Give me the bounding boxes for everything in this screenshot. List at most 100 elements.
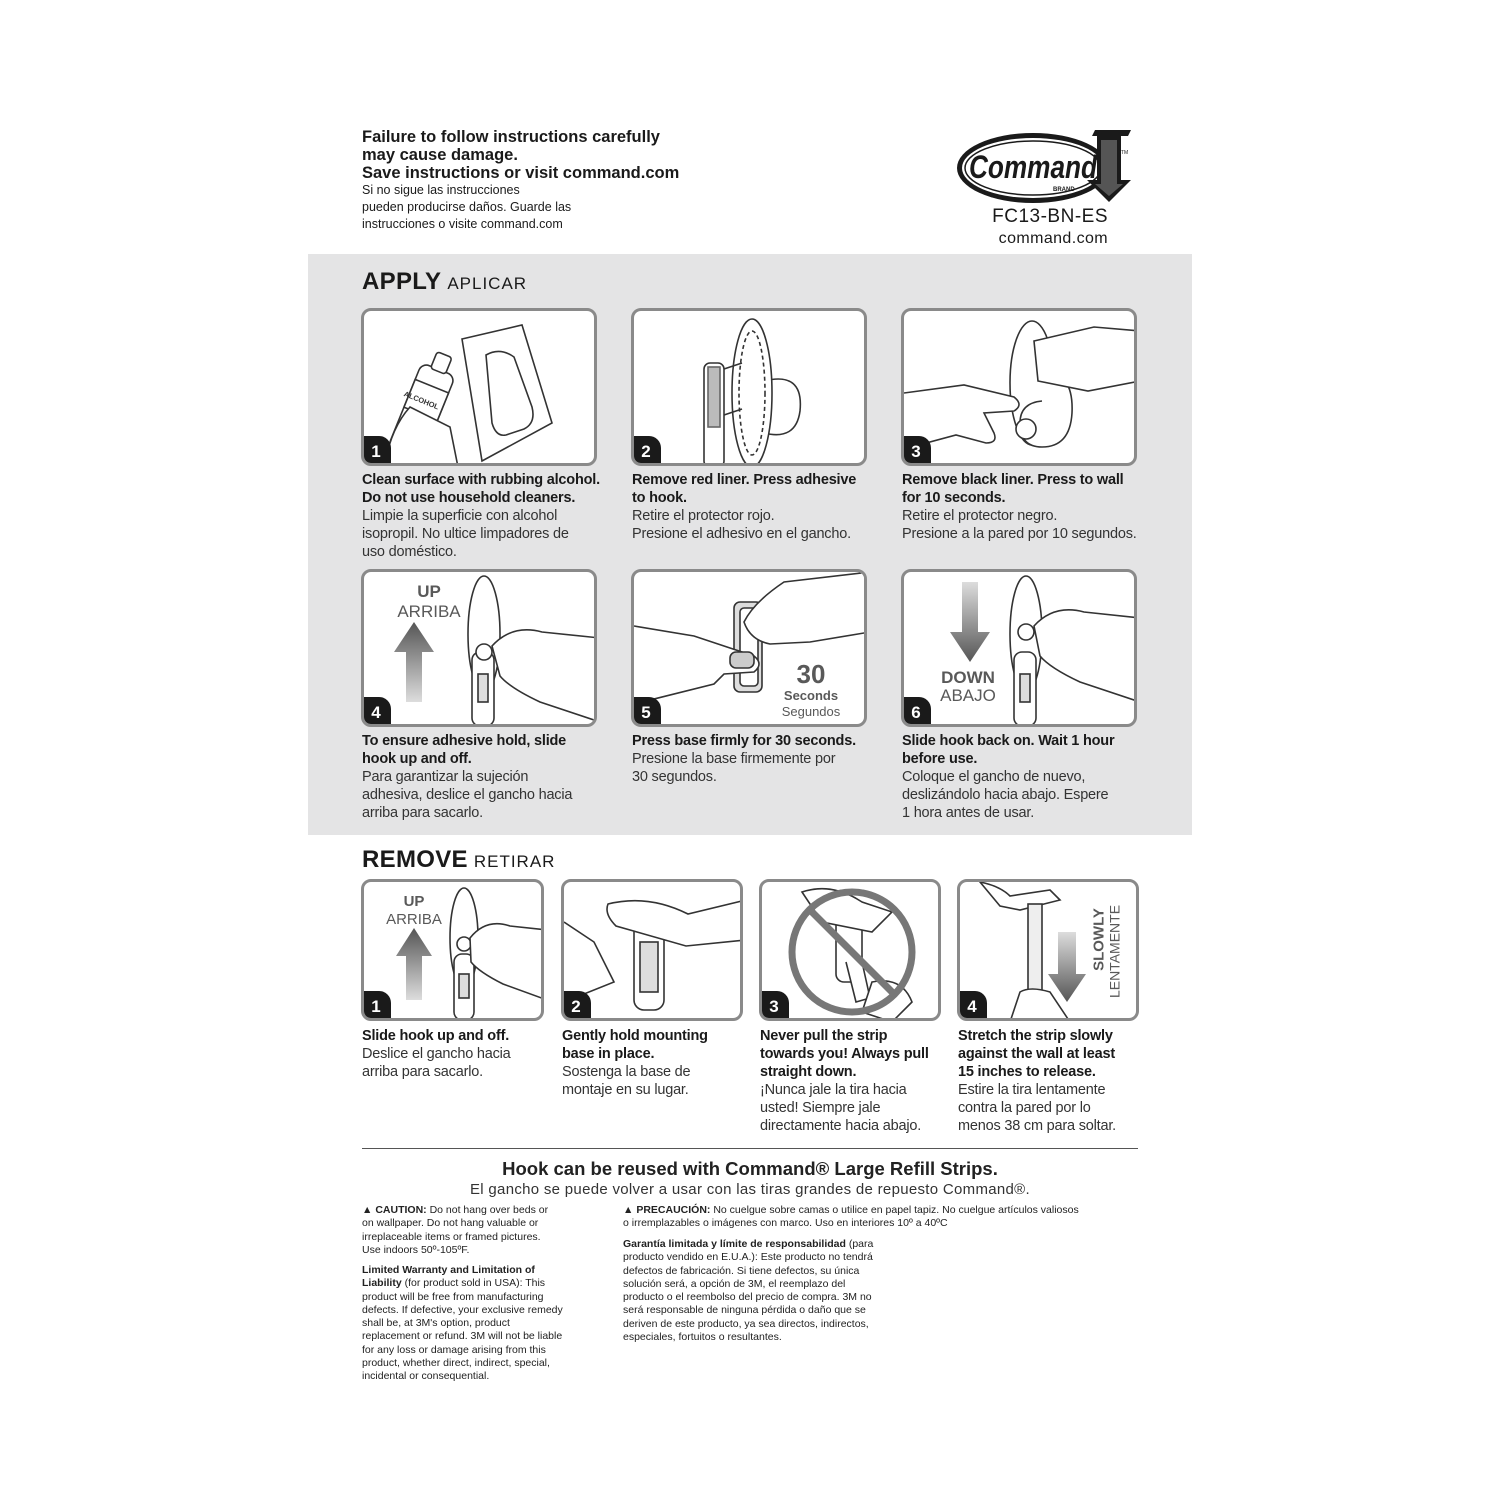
garantia-line: defectos de fabricación. Si tiene defect…: [623, 1264, 860, 1277]
step-number: 1: [364, 436, 391, 463]
caption-es: Estire la tira lentamente contra la pare…: [958, 1081, 1143, 1135]
warranty-block: Limited Warranty and Limitation of Liabi…: [362, 1264, 602, 1384]
apply-step-6-illustration: DOWN ABAJO 6: [901, 569, 1137, 727]
caption-es: Presione la base firmemente por 30 segun…: [632, 750, 872, 786]
caption-line: Deslice el gancho hacia: [362, 1046, 511, 1062]
apply-step-1-caption: Clean surface with rubbing alcohol. Do n…: [362, 471, 602, 561]
caution-line: on wallpaper. Do not hang valuable or: [362, 1217, 539, 1230]
seconds-label: Seconds: [783, 688, 839, 703]
caution-label: CAUTION:: [375, 1204, 427, 1216]
arriba-label: ARRIBA: [386, 911, 442, 928]
caption-en: Stretch the strip slowly against the wal…: [958, 1027, 1143, 1081]
caption-line: Never pull the strip: [760, 1028, 888, 1044]
apply-heading: APPLY: [362, 268, 442, 295]
segundos-label: Segundos: [781, 704, 841, 719]
divider: [362, 1148, 1138, 1149]
warranty-line: product will be free from manufacturing: [362, 1290, 544, 1303]
caption-line: base in place.: [562, 1046, 655, 1062]
apply-step-5-caption: Press base firmly for 30 seconds. Presio…: [632, 732, 872, 786]
caption-line: Gently hold mounting: [562, 1028, 708, 1044]
caption-line: before use.: [902, 751, 978, 767]
apply-step-1-illustration: ALCOHOL 1: [361, 308, 597, 466]
down-label: DOWN: [941, 668, 995, 687]
precaution-line: No cuelgue sobre camas o utilice en pape…: [713, 1204, 1079, 1216]
arriba-label: ARRIBA: [397, 602, 461, 621]
model-number: FC13-BN-ES: [992, 206, 1108, 227]
caption-es: Limpie la superficie con alcohol isoprop…: [362, 507, 602, 561]
remove-subheading: RETIRAR: [473, 852, 556, 871]
warning-en-line: may cause damage.: [362, 146, 518, 164]
slide-hook-down-icon: [950, 575, 1134, 724]
remove-step-1-caption: Slide hook up and off. Deslice el gancho…: [362, 1027, 547, 1081]
garantia-line: (para: [848, 1238, 874, 1250]
reuse-note-en: Hook can be reused with Command® Large R…: [502, 1158, 998, 1179]
caption-line: To ensure adhesive hold, slide: [362, 733, 567, 749]
caption-line: against the wall at least: [958, 1046, 1115, 1062]
apply-step-6-caption: Slide hook back on. Wait 1 hour before u…: [902, 732, 1142, 822]
remove-step-2-caption: Gently hold mounting base in place. Sost…: [562, 1027, 747, 1099]
step-number: 3: [904, 436, 931, 463]
caption-line: adhesiva, deslice el gancho hacia: [362, 787, 573, 803]
warning-triangle-icon: ▲: [362, 1204, 373, 1216]
stretch-strip-icon: [978, 882, 1086, 1018]
caption-line: Remove red liner. Press adhesive: [632, 472, 857, 488]
press-to-wall-icon: [904, 320, 1134, 450]
warranty-line: (for product sold in USA): This: [404, 1277, 546, 1290]
warning-en-line: Save instructions or visit command.com: [362, 164, 680, 182]
step-number: 6: [904, 697, 931, 724]
garantia-label: Garantía limitada y límite de responsabi…: [623, 1238, 846, 1250]
remove-step-1-illustration: UP ARRIBA 1: [361, 879, 544, 1021]
caption-en: Remove red liner. Press adhesive to hook…: [632, 471, 872, 507]
apply-step-2-caption: Remove red liner. Press adhesive to hook…: [632, 471, 872, 543]
caption-line: deslizándolo hacia abajo. Espere: [902, 787, 1109, 803]
logo-text: Command: [969, 149, 1098, 185]
warning-es-line: pueden producirse daños. Guarde las: [362, 200, 572, 214]
website: command.com: [998, 230, 1108, 247]
caption-line: Press base firmly for 30 seconds.: [632, 733, 856, 749]
abajo-label: ABAJO: [940, 686, 996, 705]
precaution-line: o irremplazables o imágenes con marco. U…: [623, 1217, 948, 1230]
step-number: 2: [634, 436, 661, 463]
caption-line: 30 segundos.: [632, 769, 717, 785]
caption-line: arriba para sacarlo.: [362, 805, 483, 821]
warning-triangle-icon: ▲: [623, 1204, 634, 1216]
garantia-line: producto vendido en E.U.A.): Este produc…: [623, 1251, 873, 1264]
caption-es: Para garantizar la sujeción adhesiva, de…: [362, 768, 602, 822]
remove-step-4-illustration: SLOWLY LENTAMENTE 4: [957, 879, 1139, 1021]
warranty-line: incidental or consequential.: [362, 1370, 490, 1383]
garantia-line: deriven de este producto, ya sea directo…: [623, 1317, 869, 1330]
caption-es: ¡Nunca jale la tira hacia usted! Siempre…: [760, 1081, 945, 1135]
apply-step-4-illustration: UP ARRIBA 4: [361, 569, 597, 727]
caption-en: To ensure adhesive hold, slide hook up a…: [362, 732, 602, 768]
step-number: 5: [634, 697, 661, 724]
caption-en: Remove black liner. Press to wall for 10…: [902, 471, 1142, 507]
caption-line: uso doméstico.: [362, 544, 457, 560]
caption-line: Stretch the strip slowly: [958, 1028, 1113, 1044]
caption-line: 1 hora antes de usar.: [902, 805, 1035, 821]
caption-line: isopropil. No ultice limpadores de: [362, 526, 569, 542]
warranty-line: product, whether direct, indirect, speci…: [362, 1357, 550, 1370]
caption-es: Sostenga la base de montaje en su lugar.: [562, 1063, 747, 1099]
garantia-line: solución será, a opción de 3M, el reempl…: [623, 1277, 846, 1290]
hook-adhesive-icon: [703, 318, 802, 463]
caption-line: Para garantizar la sujeción: [362, 769, 529, 785]
caption-line: usted! Siempre jale: [760, 1100, 881, 1116]
warning-en: Failure to follow instructions carefully…: [362, 128, 722, 182]
caption-line: Remove black liner. Press to wall: [902, 472, 1124, 488]
warranty-line: replacement or refund. 3M will not be li…: [362, 1330, 563, 1343]
slide-hook-up-icon: [394, 575, 594, 724]
remove-step-3-illustration: 3: [759, 879, 941, 1021]
apply-step-5-illustration: 30 Seconds Segundos 5: [631, 569, 867, 727]
caption-line: straight down.: [760, 1064, 857, 1080]
garantia-line: producto o el reembolso del precio de co…: [623, 1291, 872, 1304]
caption-line: for 10 seconds.: [902, 490, 1006, 506]
caption-es: Deslice el gancho hacia arriba para saca…: [362, 1045, 547, 1081]
press-base-icon: [634, 572, 864, 705]
step-number: 4: [364, 697, 391, 724]
caption-en: Clean surface with rubbing alcohol. Do n…: [362, 471, 602, 507]
caption-line: Presione la base firmemente por: [632, 751, 836, 767]
apply-step-4-caption: To ensure adhesive hold, slide hook up a…: [362, 732, 602, 822]
remove-step-3-caption: Never pull the strip towards you! Always…: [760, 1027, 945, 1135]
step-number: 3: [762, 991, 789, 1018]
